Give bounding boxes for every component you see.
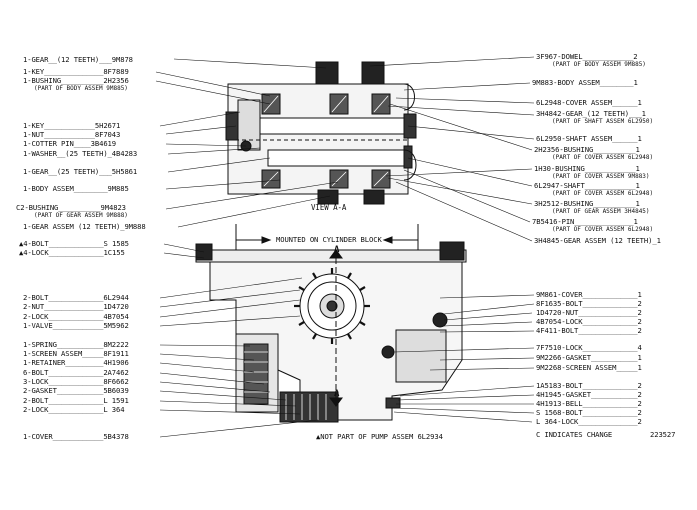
label-gear-9m878: 1-GEAR__(12 TEETH)___9M878 bbox=[23, 55, 133, 64]
label-lock-l364-right: L 364-LOCK______________2 bbox=[536, 417, 642, 426]
label-lock-l364: 2-LOCK_____________L 364 bbox=[23, 405, 125, 414]
note-part-of-body-assem-right: (PART OF BODY ASSEM 9M885) bbox=[552, 61, 646, 68]
figure-number: 223527 bbox=[650, 430, 676, 439]
label-nut-8f7043: 1-NUT____________8F7043 bbox=[23, 130, 121, 139]
note-part-of-gear-assem-right: (PART OF GEAR ASSEM 3H4845) bbox=[552, 208, 650, 215]
label-screen-assem-9m2268: 9M2268-SCREEN ASSEM_____1 bbox=[536, 363, 642, 372]
label-bolt-8f1635: 8F1635-BOLT_____________2 bbox=[536, 299, 642, 308]
label-bushing-3h2512: 3H2512-BUSHING__________1 bbox=[534, 199, 640, 208]
mount-brackets bbox=[235, 224, 419, 256]
label-key-8f7889: 1-KEY______________8F7889 bbox=[23, 67, 129, 76]
note-part-of-cover-assem-1: (PART OF COVER ASSEM 6L2948) bbox=[552, 154, 654, 161]
label-gasket-4h1945: 4H1945-GASKET___________2 bbox=[536, 390, 642, 399]
leader-lines-right bbox=[369, 56, 535, 423]
label-spring-8m2222: 1-SPRING___________8M2222 bbox=[23, 340, 129, 349]
footnote: ▲NOT PART OF PUMP ASSEM 6L2934 bbox=[316, 432, 443, 441]
label-gear-3h4842: 3H4842-GEAR_(12 TEETH)___1 bbox=[536, 109, 646, 118]
label-bolt-l1591: 2-BOLT_____________L 1591 bbox=[23, 396, 129, 405]
label-lock-4b7054: 2-LOCK_____________4B7054 bbox=[23, 312, 129, 321]
label-bolt-s1568: S 1568-BOLT_____________2 bbox=[536, 408, 642, 417]
view-title: VIEW A-A bbox=[311, 203, 347, 212]
label-body-assem-9m885: 1-BODY ASSEM________9M885 bbox=[23, 184, 129, 193]
note-part-of-cover-assem-4: (PART OF COVER ASSEM 6L2948) bbox=[552, 226, 654, 233]
section-mark-top: A bbox=[334, 245, 340, 255]
label-nut-1d4720: 2-NUT______________1D4720 bbox=[23, 302, 129, 311]
label-pin-7b5416: 7B5416-PIN______________1 bbox=[532, 217, 638, 226]
section-mark-bottom: A bbox=[334, 389, 340, 399]
label-lock-7f7510: 7F7510-LOCK_____________4 bbox=[536, 343, 642, 352]
label-gear-assem-3h4845: 3H4845-GEAR ASSEM (12 TEETH)_1 bbox=[534, 236, 661, 245]
note-part-of-cover-assem-2: (PART OF COVER ASSEM 9M883) bbox=[552, 173, 650, 180]
label-lock-1c155: ▲4-LOCK_____________1C155 bbox=[19, 248, 125, 257]
label-bolt-1a5183: 1A5183-BOLT_____________2 bbox=[536, 381, 642, 390]
label-cover-assem-6l2948: 6L2948-COVER ASSEM______1 bbox=[536, 98, 642, 107]
label-shaft-6l2947: 6L2947-SHAFT____________1 bbox=[534, 181, 640, 190]
label-bell-4h1913: 4H1913-BELL_____________2 bbox=[536, 399, 642, 408]
label-bolt-2a7462: 6-BOLT_____________2A7462 bbox=[23, 368, 129, 377]
change-legend: C INDICATES CHANGE bbox=[536, 430, 613, 439]
label-cover-9m861: 9M861-COVER_____________1 bbox=[536, 290, 642, 299]
label-key-5h2671: 1-KEY____________5H2671 bbox=[23, 121, 121, 130]
leader-lines-left bbox=[155, 58, 339, 438]
note-part-of-body-assem: (PART OF BODY ASSEM 9M885) bbox=[34, 85, 128, 92]
label-dowel-3f967: 3F967-DOWEL____________2 bbox=[536, 52, 638, 61]
label-cover-5b4378: 1-COVER____________5B4378 bbox=[23, 432, 129, 441]
label-lock-4b7054-right: 4B7054-LOCK_____________2 bbox=[536, 317, 642, 326]
view-aa-section bbox=[225, 61, 417, 205]
label-bushing-1h30: 1H30-BUSHING____________1 bbox=[534, 164, 640, 173]
label-shaft-assem-6l2950: 6L2950-SHAFT ASSEM______1 bbox=[536, 134, 642, 143]
label-gear-assem-9m888: 1-GEAR ASSEM (12 TEETH)_9M888 bbox=[23, 222, 146, 231]
label-gear-5h5861: 1-GEAR__(25 TEETH)___5H5861 bbox=[23, 167, 138, 176]
label-bolt-6l2944: 2-BOLT_____________6L2944 bbox=[23, 293, 129, 302]
label-bolt-4f411: 4F411-BOLT______________2 bbox=[536, 326, 642, 335]
main-view bbox=[195, 241, 467, 423]
mount-label: MOUNTED ON CYLINDER BLOCK bbox=[276, 235, 382, 244]
label-bolt-s1585: ▲4-BOLT_____________S 1585 bbox=[19, 239, 129, 248]
label-retainer-4h1906: 1-RETAINER_________4H1906 bbox=[23, 358, 129, 367]
label-washer-4b4283: 1-WASHER__(25 TEETH)_4B4283 bbox=[23, 149, 138, 158]
note-part-of-shaft-assem: (PART OF SHAFT ASSEM 6L2950) bbox=[552, 118, 654, 125]
label-bushing-9m4823: C2-BUSHING__________9M4823 bbox=[16, 203, 126, 212]
label-gasket-5b6039: 2-GASKET___________5B6039 bbox=[23, 386, 129, 395]
label-screen-assem-8f1911: 1-SCREEN ASSEM_____8F1911 bbox=[23, 349, 129, 358]
label-bushing-2h2356-right: 2H2356-BUSHING__________1 bbox=[534, 145, 640, 154]
label-nut-1d4720-right: 1D4720-NUT______________2 bbox=[536, 308, 642, 317]
label-bushing-2h2356: 1-BUSHING__________2H2356 bbox=[23, 76, 129, 85]
label-gasket-9m2266: 9M2266-GASKET___________1 bbox=[536, 353, 642, 362]
label-cotter-pin-3b4619: 1-COTTER PIN____3B4619 bbox=[23, 139, 116, 148]
label-lock-8f6662: 3-LOCK_____________8F6662 bbox=[23, 377, 129, 386]
note-part-of-gear-assem: (PART OF GEAR ASSEM 9M888) bbox=[34, 212, 128, 219]
label-body-assem-9m883: 9M883-BODY ASSEM________1 bbox=[532, 78, 638, 87]
note-part-of-cover-assem-3: (PART OF COVER ASSEM 6L2948) bbox=[552, 190, 654, 197]
label-valve-5m5962: 1-VALVE____________5M5962 bbox=[23, 321, 129, 330]
